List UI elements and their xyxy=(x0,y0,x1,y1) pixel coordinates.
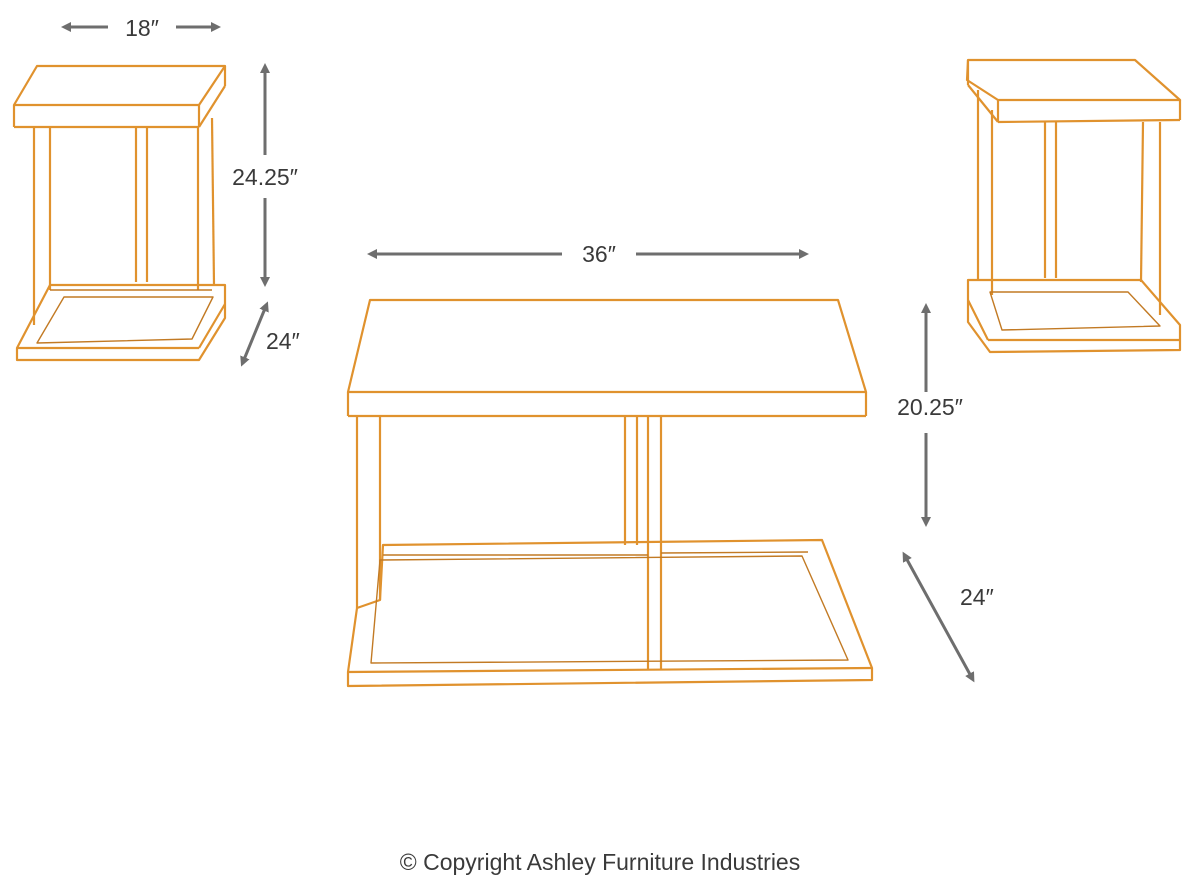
copyright-text: © Copyright Ashley Furniture Industries xyxy=(399,849,801,875)
arrow-24-coffee-depth xyxy=(902,551,975,683)
end-table-right-drawing xyxy=(965,58,1182,354)
coffee-table-drawing xyxy=(346,298,874,688)
label-end-table-width: 18″ xyxy=(125,15,159,41)
arrow-24-left-depth xyxy=(240,301,269,367)
label-coffee-table-depth: 24″ xyxy=(960,584,994,610)
dimension-arrows xyxy=(61,22,975,683)
label-end-table-height: 24.25″ xyxy=(232,164,298,190)
label-coffee-table-height: 20.25″ xyxy=(897,394,963,420)
label-coffee-table-width: 36″ xyxy=(582,241,616,267)
label-end-table-depth: 24″ xyxy=(266,328,300,354)
end-table-left-drawing xyxy=(12,64,227,362)
